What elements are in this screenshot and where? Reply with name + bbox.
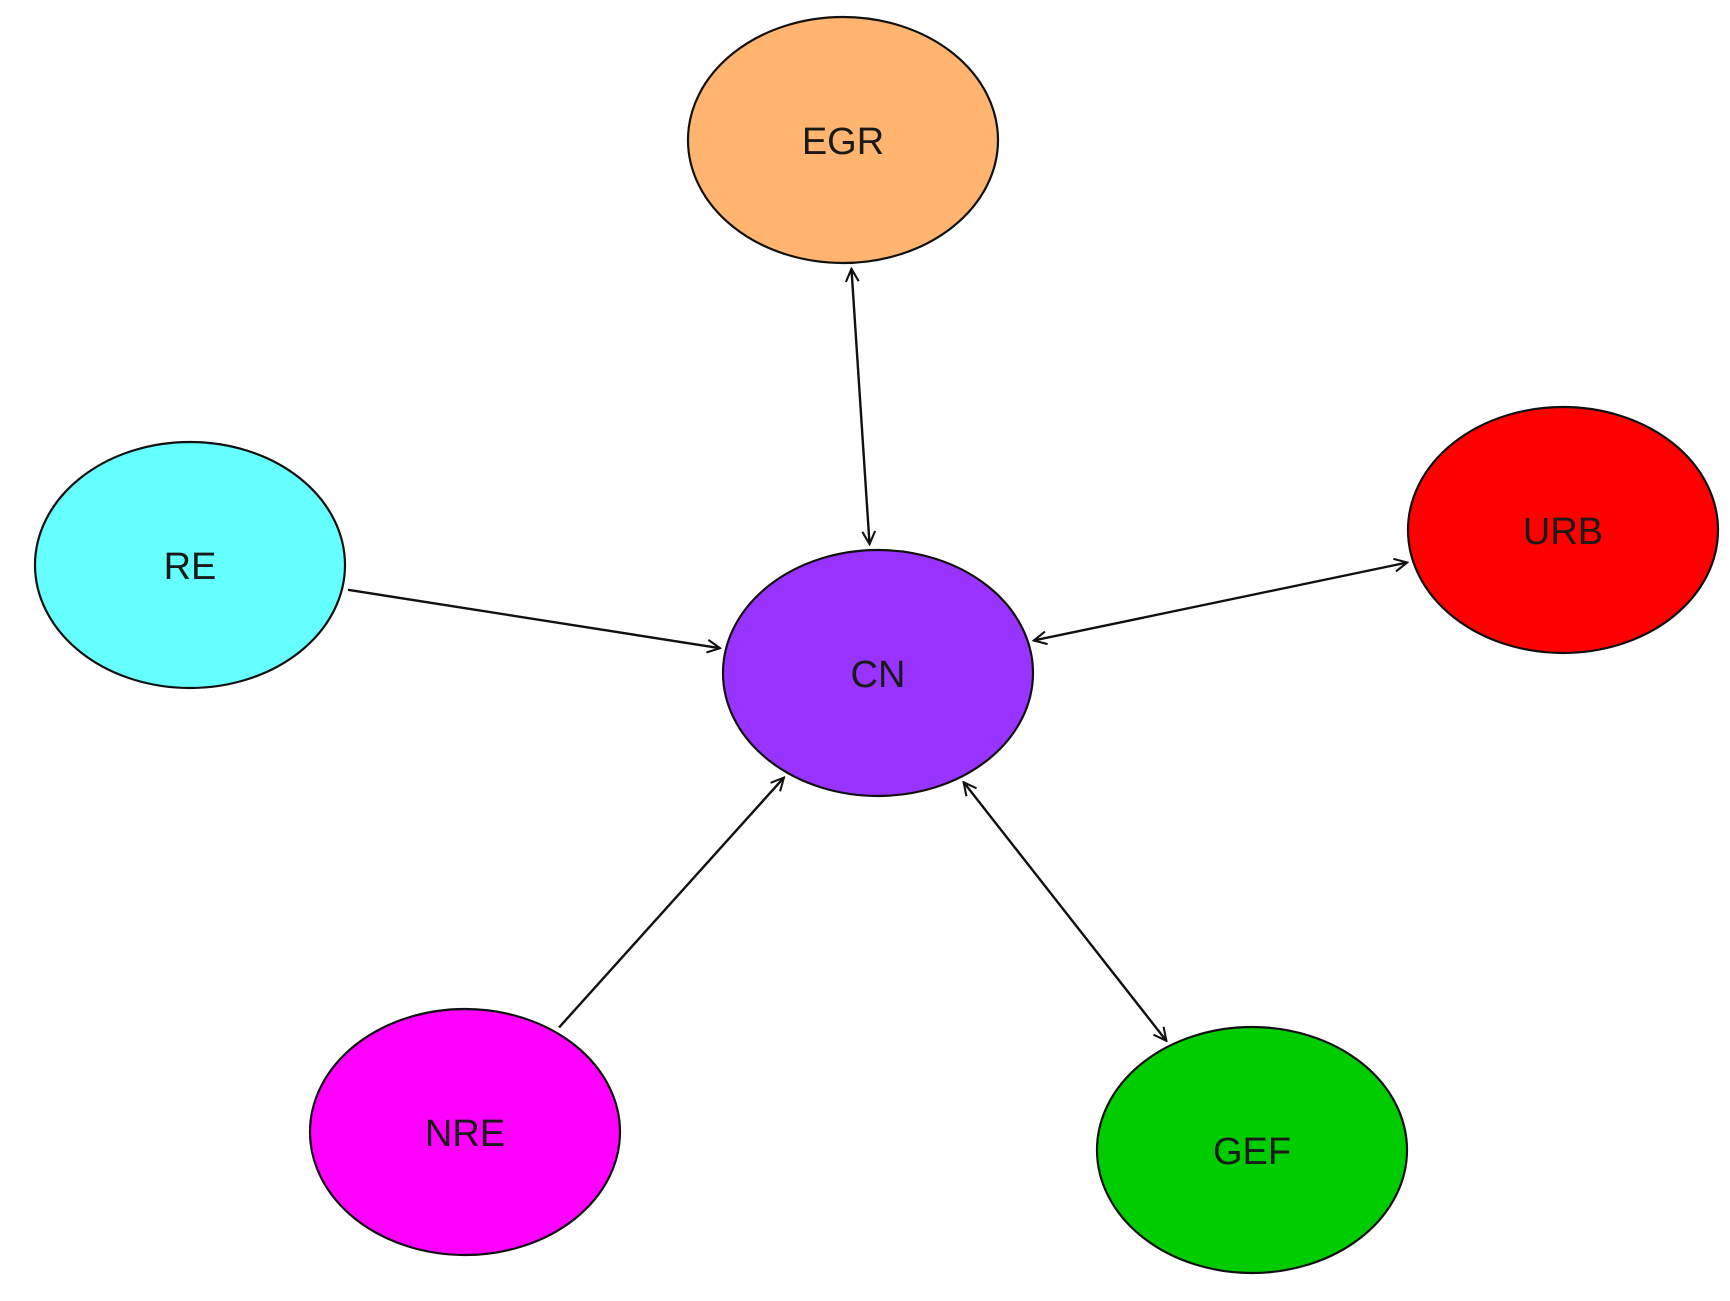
edges-group (347, 269, 1407, 1041)
node-gef-label: GEF (1213, 1131, 1291, 1173)
node-cn-label: CN (851, 654, 906, 696)
node-urb: URB (1406, 405, 1720, 655)
node-nre: NRE (308, 1007, 622, 1257)
edge-re-cn (347, 588, 720, 648)
node-cn: CN (721, 548, 1035, 798)
node-egr-label: EGR (802, 121, 884, 163)
node-nre-label: NRE (425, 1113, 505, 1155)
edge-nre-cn (558, 778, 784, 1029)
node-gef-shape (1095, 1025, 1409, 1275)
node-egr-shape (686, 15, 1000, 265)
node-re-shape (33, 440, 347, 690)
edge-urb-cn (1034, 563, 1407, 641)
node-nre-shape (308, 1007, 622, 1257)
edge-gef-cn (964, 782, 1167, 1041)
node-re: RE (33, 440, 347, 690)
node-re-label: RE (164, 546, 217, 588)
node-urb-shape (1406, 405, 1720, 655)
edge-egr-cn (851, 269, 869, 544)
node-urb-label: URB (1523, 511, 1603, 553)
node-gef: GEF (1095, 1025, 1409, 1275)
node-egr: EGR (686, 15, 1000, 265)
node-cn-shape (721, 548, 1035, 798)
